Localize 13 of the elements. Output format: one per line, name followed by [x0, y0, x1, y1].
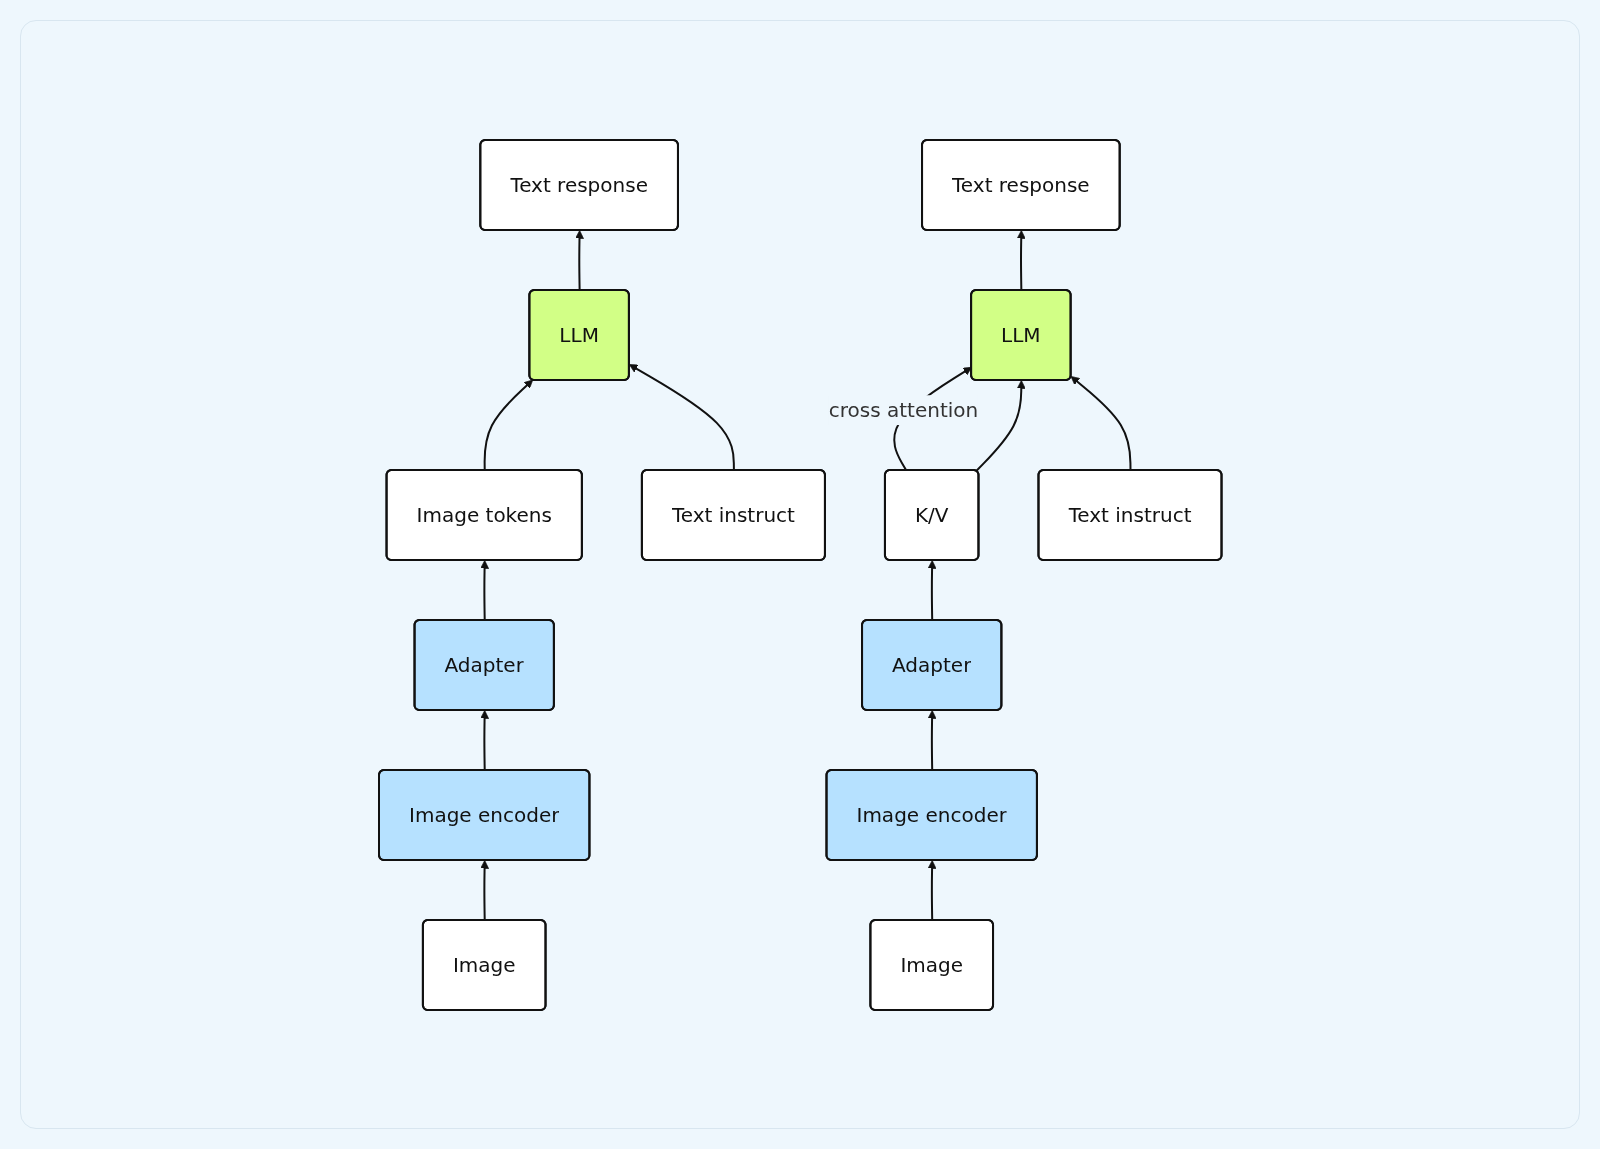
- arrow: [479, 859, 489, 921]
- arrow: [1070, 375, 1132, 471]
- arrow: [479, 709, 489, 771]
- arrow: [927, 859, 937, 921]
- arrow: [927, 709, 937, 771]
- arrow: [628, 363, 735, 471]
- arrow: [479, 559, 489, 621]
- arrow: [975, 379, 1026, 472]
- arrow: [483, 379, 533, 471]
- arrow: [574, 229, 584, 291]
- arrow: [1016, 229, 1026, 291]
- arrow: [927, 559, 937, 621]
- edge-label: cross attention: [828, 397, 978, 422]
